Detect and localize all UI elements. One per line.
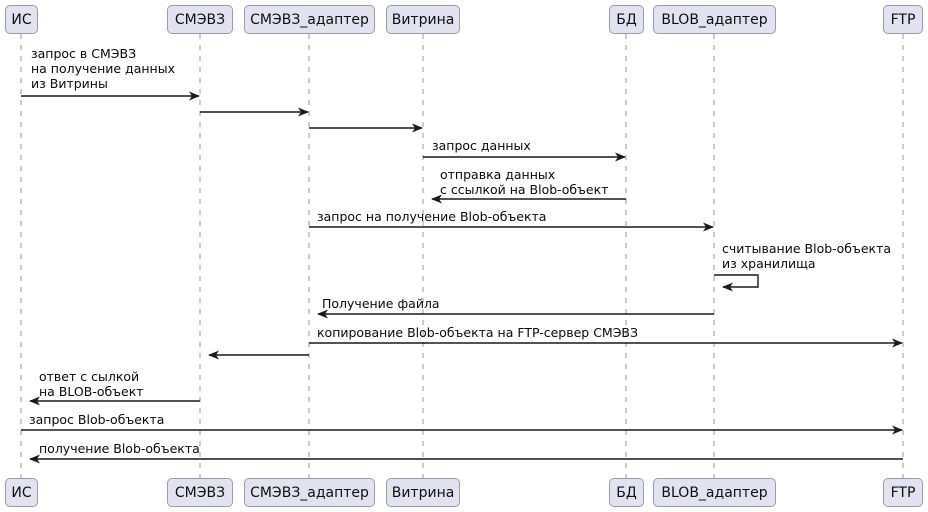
message-label-m11: ответ с сылкой на BLOB-объект — [39, 369, 144, 399]
message-label-line: запрос данных — [432, 138, 531, 153]
message-label-m5: отправка данных с ссылкой на Blob-объект — [440, 167, 608, 197]
participant-is-bottom[interactable]: ИС — [5, 478, 38, 507]
participant-smev3-top[interactable]: СМЭВЗ — [167, 5, 233, 34]
message-label-line: на BLOB-объект — [39, 384, 144, 399]
participant-smev3_adapter-top[interactable]: СМЭВЗ_адаптер — [244, 5, 375, 34]
message-label-m4: запрос данных — [432, 139, 531, 153]
message-label-line: запрос на получение Blob-объекта — [317, 209, 547, 224]
message-label-line: из Витрины — [31, 76, 108, 91]
participant-label: СМЭВЗ — [174, 11, 226, 28]
message-label-line: получение Blob-объекта — [39, 441, 200, 456]
participant-vitrina-top[interactable]: Витрина — [386, 5, 460, 34]
message-label-line: ответ с сылкой — [39, 369, 140, 384]
participant-label: БД — [616, 484, 637, 501]
participant-label: ИС — [11, 484, 32, 501]
participant-label: СМЭВЗ_адаптер — [250, 484, 369, 501]
participant-vitrina-bottom[interactable]: Витрина — [386, 478, 460, 507]
participant-label: ИС — [11, 11, 32, 28]
participant-label: FTP — [890, 484, 916, 501]
participant-bd-bottom[interactable]: БД — [609, 478, 644, 507]
message-label-line: с ссылкой на Blob-объект — [440, 182, 609, 197]
message-label-line: запрос в СМЭВЗ — [31, 46, 137, 61]
participant-blob_adapter-bottom[interactable]: BLOB_адаптер — [653, 478, 776, 507]
lifelines-group — [20, 34, 904, 478]
participant-label: Витрина — [391, 484, 455, 501]
participant-label: BLOB_адаптер — [661, 11, 768, 28]
participant-ftp-top[interactable]: FTP — [883, 5, 923, 34]
participant-label: FTP — [890, 11, 916, 28]
message-label-line: считывание Blob-объекта — [722, 241, 892, 256]
message-label-line: копирование Blob-объекта на FTP-сервер С… — [317, 325, 639, 340]
message-label-line: на получение данных — [31, 61, 175, 76]
message-label-m13: получение Blob-объекта — [39, 442, 200, 456]
participant-label: BLOB_адаптер — [661, 484, 768, 501]
message-label-m12: запрос Blob-объекта — [29, 413, 164, 427]
participant-label: Витрина — [391, 11, 455, 28]
participant-blob_adapter-top[interactable]: BLOB_адаптер — [653, 5, 776, 34]
participant-label: БД — [616, 11, 637, 28]
message-label-line: Получение файла — [322, 296, 440, 311]
messages-group — [21, 91, 903, 464]
participant-smev3-bottom[interactable]: СМЭВЗ — [167, 478, 233, 507]
message-label-m6: запрос на получение Blob-объекта — [317, 210, 546, 224]
message-label-m8: Получение файла — [322, 297, 440, 311]
message-label-m9: копирование Blob-объекта на FTP-сервер С… — [317, 326, 638, 340]
message-label-m7: считывание Blob-объекта из хранилища — [722, 241, 891, 271]
participant-label: СМЭВЗ_адаптер — [250, 11, 369, 28]
message-label-line: отправка данных — [440, 167, 556, 182]
participant-label: СМЭВЗ — [174, 484, 226, 501]
message-label-line: запрос Blob-объекта — [29, 412, 165, 427]
participant-is-top[interactable]: ИС — [5, 5, 38, 34]
participant-ftp-bottom[interactable]: FTP — [883, 478, 923, 507]
message-arrow-m7 — [714, 274, 759, 292]
participant-bd-top[interactable]: БД — [609, 5, 644, 34]
participant-smev3_adapter-bottom[interactable]: СМЭВЗ_адаптер — [244, 478, 375, 507]
message-label-line: из хранилища — [722, 256, 816, 271]
